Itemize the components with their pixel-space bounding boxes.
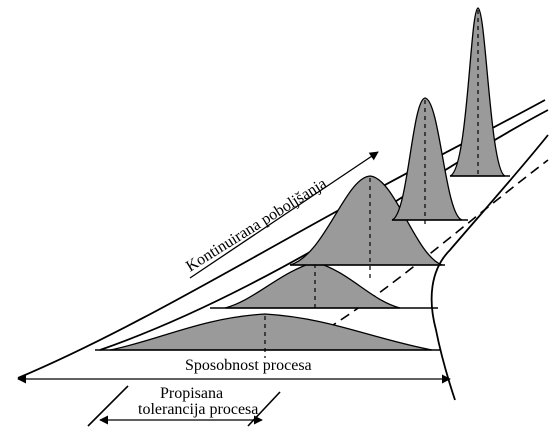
distribution-4-curve [391,97,463,221]
improvement-arrow [189,151,379,279]
tolerance-label-line1: Propisana [160,385,223,402]
distribution-3 [289,175,445,280]
left-lower-boundary [87,385,129,427]
right-envelope-curve [430,134,549,401]
distribution-1 [95,313,440,358]
distribution-2-curve [224,261,401,309]
right-lower-boundary [247,391,281,427]
distribution-1-curve [109,313,433,351]
distribution-2 [210,261,438,309]
distribution-5 [449,7,510,177]
distribution-3-curve [289,175,443,266]
tolerance-label-line2: tolerancija procesa [138,401,258,418]
capability-label: Sposobnost procesa [185,357,312,374]
distribution-4 [391,97,468,225]
